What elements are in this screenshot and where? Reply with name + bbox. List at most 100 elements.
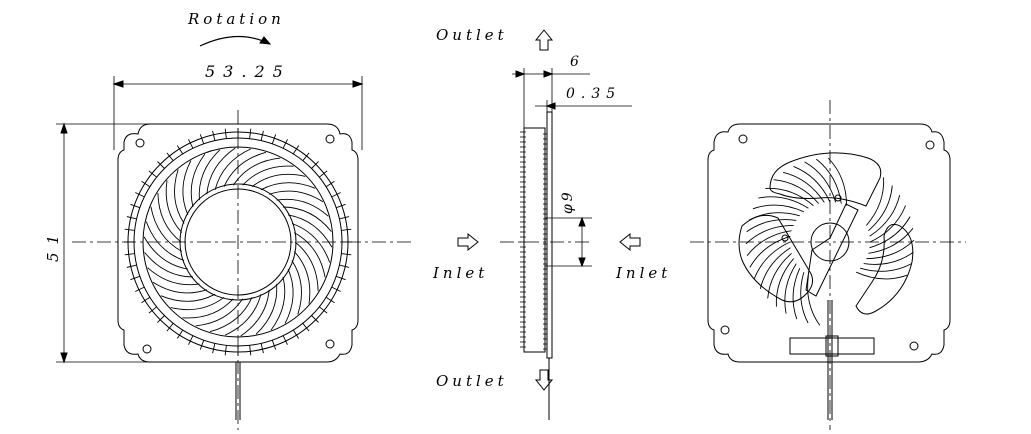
front-tick [124, 253, 135, 256]
back-blade [773, 179, 820, 204]
side-body [523, 127, 546, 353]
back-mount-hole-br [909, 341, 919, 351]
front-tick [339, 216, 350, 220]
front-blade [282, 206, 332, 232]
front-tick [135, 286, 145, 292]
front-tick [157, 315, 165, 323]
front-tick [212, 343, 216, 354]
front-blade [291, 223, 331, 263]
front-tick [260, 130, 264, 141]
front-blade [225, 294, 262, 336]
front-blade [145, 221, 185, 261]
front-blade [143, 236, 188, 270]
back-housing-outline [707, 123, 951, 363]
front-tick [141, 296, 151, 304]
back-blade [759, 247, 791, 290]
front-tick [341, 253, 352, 256]
front-tick [188, 139, 194, 149]
front-blade [293, 251, 311, 304]
front-tick [311, 315, 319, 323]
inlet-label-right: Inlet [616, 264, 672, 282]
front-blade [223, 151, 267, 187]
front-tick [325, 296, 335, 304]
back-opening-right [855, 223, 914, 315]
back-mount-hole-tl [738, 134, 748, 144]
front-tick [311, 161, 319, 169]
outlet-label-top: Outlet [436, 26, 508, 44]
front-tick [176, 329, 184, 339]
back-blade [800, 272, 809, 324]
front-tick [336, 203, 346, 209]
back-blade [868, 228, 914, 254]
width-dimension-label: 53.25 [205, 62, 291, 81]
mount-hole-tr [325, 134, 335, 144]
front-tick [282, 139, 288, 149]
front-tick [282, 335, 288, 345]
thickness-dim-arrow-l [515, 70, 526, 78]
front-tick [126, 264, 137, 268]
front-tick [319, 306, 328, 314]
back-blade [863, 251, 914, 265]
front-blade [195, 298, 244, 327]
back-blade [782, 171, 825, 203]
back-blade [752, 204, 804, 213]
front-blade [255, 283, 278, 335]
side-plate [546, 111, 553, 359]
front-tick [292, 145, 300, 155]
mount-hole-bl [142, 344, 152, 354]
front-tick [176, 145, 184, 155]
front-blade [294, 241, 319, 292]
height-dim-arrow-bottom [60, 352, 68, 364]
rotation-label: Rotation [188, 10, 285, 28]
back-blade [827, 157, 848, 206]
back-small-hole-1 [781, 234, 789, 242]
back-blade [869, 194, 901, 237]
back-view [690, 100, 966, 430]
front-blade [182, 298, 234, 319]
front-blade [165, 180, 183, 233]
back-blade [748, 212, 800, 221]
back-opening-top [769, 152, 882, 207]
front-tick [188, 335, 194, 345]
front-blade [242, 165, 294, 186]
back-blades [745, 157, 915, 326]
front-blade [182, 160, 192, 216]
back-opening-left [738, 214, 814, 303]
width-dim-arrow-left [112, 80, 124, 88]
back-blade [792, 268, 801, 320]
back-blade [753, 241, 791, 279]
back-blade [869, 216, 911, 249]
back-blade [866, 177, 885, 226]
height-dimension-label: 51 [44, 226, 62, 262]
front-blade [284, 268, 294, 324]
back-blade [746, 219, 797, 233]
front-tick [319, 170, 328, 178]
front-blade [152, 281, 207, 294]
back-blade [765, 187, 814, 206]
front-tick [249, 128, 252, 139]
rotation-arrowhead [259, 36, 272, 45]
front-blade [260, 182, 316, 191]
front-tick [224, 345, 227, 356]
back-mount-hole-tr [925, 140, 935, 150]
back-blade [860, 263, 912, 272]
front-tick [271, 134, 277, 144]
front-tick [260, 343, 264, 354]
front-blade [144, 252, 194, 278]
inlet-arrow-left-side [457, 232, 479, 252]
back-mount-hole-bl [720, 325, 730, 335]
front-tick [141, 180, 151, 188]
front-blade [251, 173, 306, 188]
front-tick [224, 128, 227, 139]
outlet-arrow-down [534, 369, 554, 391]
back-blade [749, 235, 791, 268]
side-fins [520, 131, 547, 350]
back-blade [816, 158, 842, 204]
front-tick [124, 228, 135, 231]
front-tick [212, 130, 216, 141]
front-blade [206, 147, 236, 195]
front-blade [170, 296, 225, 311]
plate-dim-arrow [545, 102, 556, 110]
front-blade [288, 214, 333, 248]
